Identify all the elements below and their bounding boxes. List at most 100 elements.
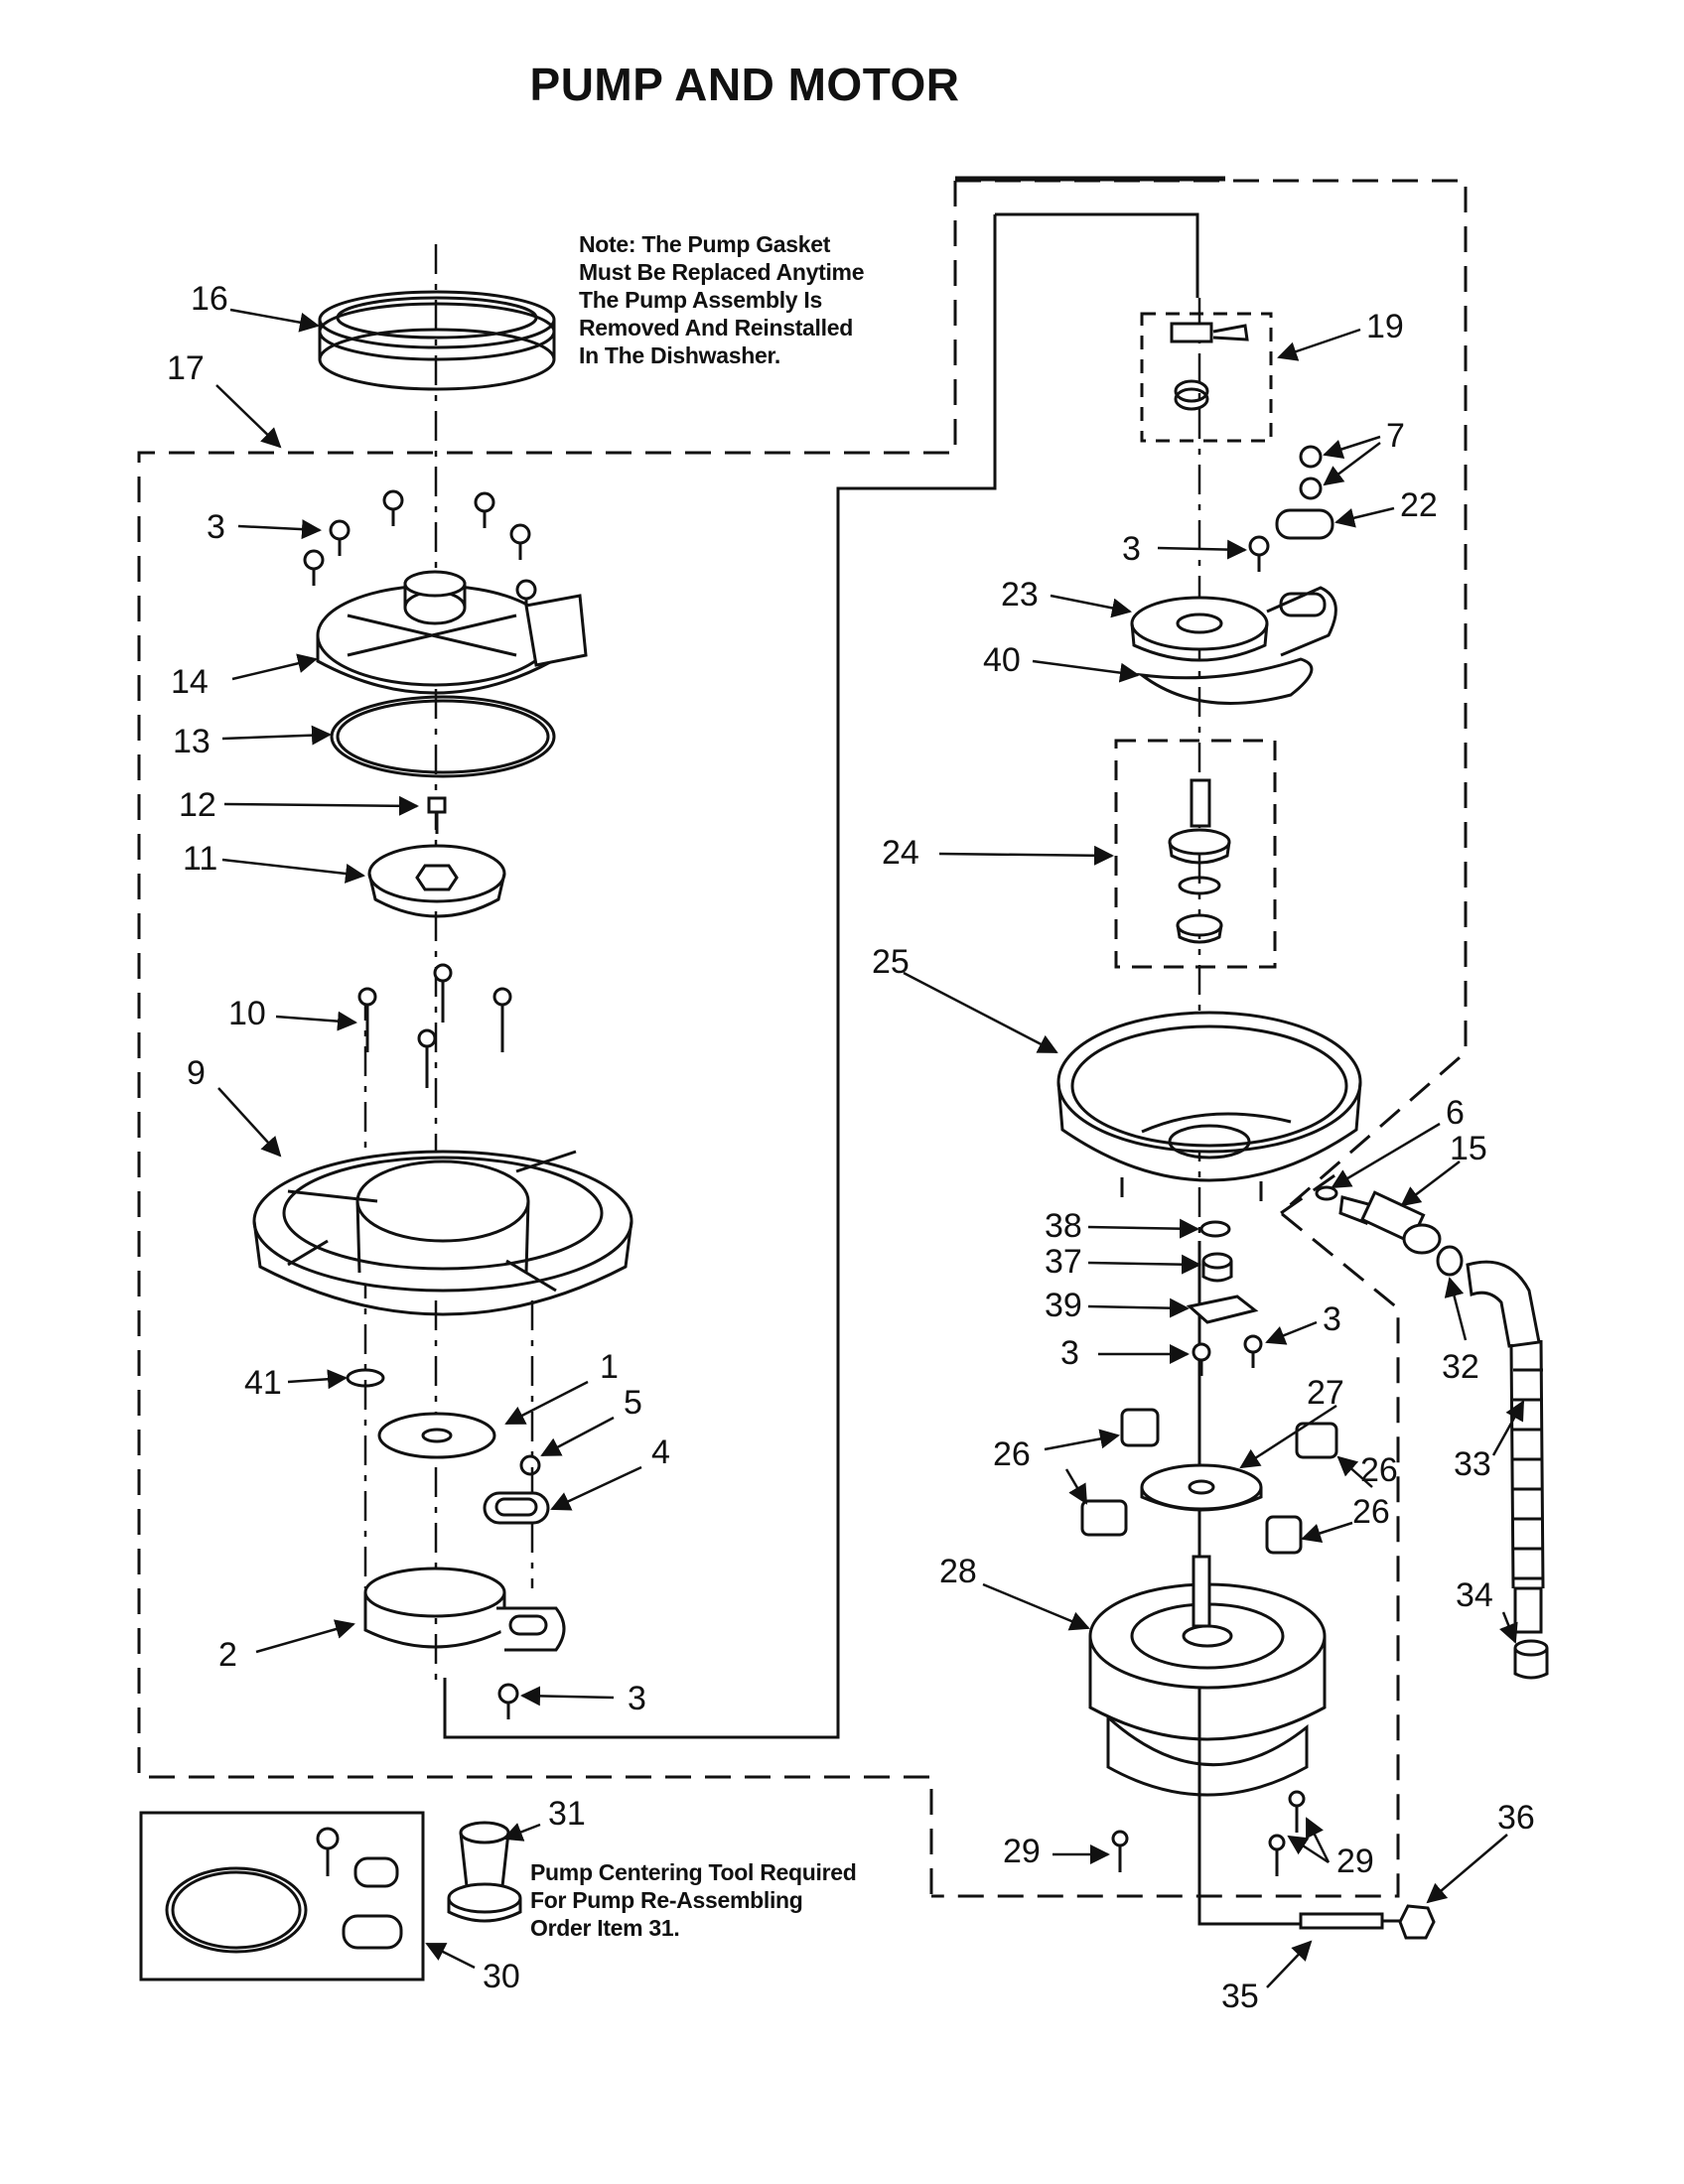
pump-sump <box>363 1567 566 1652</box>
callout-label: 16 <box>191 280 228 318</box>
check-ball <box>519 1454 541 1476</box>
centering-tool-note-line: For Pump Re-Assembling <box>530 1887 803 1913</box>
gasket-kit-contents <box>165 1827 403 1954</box>
callout-label: 35 <box>1221 1978 1259 2015</box>
callout-label: 25 <box>872 943 910 981</box>
chopper-screws <box>357 963 512 1088</box>
check-ball-upper <box>1299 445 1323 469</box>
callout-label: 24 <box>882 834 919 872</box>
gasket-note-line: Must Be Replaced Anytime <box>579 259 865 285</box>
motor <box>1088 1555 1327 1797</box>
motor-seal <box>1201 1252 1233 1283</box>
drain-seal <box>1275 508 1334 540</box>
pump-cover-screws <box>303 489 537 615</box>
gasket-note-line: In The Dishwasher. <box>579 342 780 368</box>
washer <box>346 1368 385 1388</box>
plate-screws <box>1192 1334 1263 1376</box>
centering-tool-note-line: Order Item 31. <box>530 1915 680 1941</box>
callout-label: 30 <box>483 1958 520 1995</box>
callout-label: 40 <box>983 641 1021 679</box>
callout-label: 39 <box>1045 1287 1082 1324</box>
callout-label: 22 <box>1400 486 1438 524</box>
callout-label: 11 <box>183 840 217 878</box>
group-line-top <box>995 212 1199 298</box>
callout-label: 13 <box>173 723 210 760</box>
gasket-note: Note: The Pump Gasket Must Be Replaced A… <box>579 230 864 369</box>
page-title: PUMP AND MOTOR <box>529 59 960 110</box>
callout-label: 9 <box>187 1054 206 1092</box>
callout-label: 34 <box>1456 1576 1493 1614</box>
gasket-note-line: The Pump Assembly Is <box>579 287 822 313</box>
leader-lines <box>215 308 1525 1988</box>
callout-label: 26 <box>1360 1451 1398 1489</box>
gasket-note-line: Note: The Pump Gasket <box>579 231 831 257</box>
pump-o-ring <box>330 695 556 778</box>
impeller <box>367 844 506 918</box>
callout-label: 29 <box>1336 1843 1374 1880</box>
callout-label: 27 <box>1307 1374 1344 1412</box>
callout-label: 26 <box>993 1435 1031 1473</box>
centering-tool-note-line: Pump Centering Tool Required <box>530 1859 857 1885</box>
kit-box-30 <box>139 1811 425 1981</box>
drive-shaft-assembly <box>1168 778 1231 944</box>
callout-label: 33 <box>1454 1445 1491 1483</box>
callout-label: 6 <box>1446 1094 1465 1132</box>
motor-assembly-boundary <box>931 179 1468 1898</box>
pump-o-ring-inner <box>336 699 550 774</box>
callout-label: 41 <box>244 1364 282 1402</box>
motor-o-ring <box>1199 1220 1231 1238</box>
gasket-note-line: Removed And Reinstalled <box>579 315 853 341</box>
callout-label: 19 <box>1366 308 1404 345</box>
group-box-24 <box>1114 739 1277 969</box>
filter-screen <box>377 1412 496 1459</box>
group-line-left <box>443 214 997 1739</box>
callout-label: 17 <box>167 349 205 387</box>
motor-mount <box>1056 1011 1362 1201</box>
callout-label: 31 <box>548 1795 586 1833</box>
callout-label: 3 <box>1060 1334 1079 1372</box>
pump-gasket-ring <box>318 290 556 391</box>
callout-label: 38 <box>1045 1207 1082 1245</box>
callout-label: 37 <box>1045 1243 1082 1281</box>
check-ball-lower <box>1299 477 1323 500</box>
hose-cap <box>1513 1639 1549 1680</box>
callout-label: 3 <box>1122 530 1141 568</box>
pump-housing <box>316 570 588 695</box>
callout-label: 3 <box>628 1680 646 1717</box>
callout-label: 10 <box>228 995 266 1032</box>
drain-valve <box>1338 1190 1442 1255</box>
callout-label: 15 <box>1450 1130 1487 1167</box>
callout-label: 32 <box>1442 1348 1479 1386</box>
callout-label: 5 <box>624 1384 642 1422</box>
callout-label: 2 <box>218 1636 237 1674</box>
check-seal <box>483 1491 550 1525</box>
small-o-ring <box>1315 1185 1338 1201</box>
motor-grommets <box>1080 1408 1338 1555</box>
motor-screws <box>1111 1790 1306 1876</box>
pump-assembly-boundary <box>137 181 957 1896</box>
callout-label: 1 <box>600 1348 619 1386</box>
sump-screw <box>497 1683 519 1719</box>
boundary-connector <box>1280 1169 1341 1215</box>
drain-knob <box>1299 1904 1436 1940</box>
callout-label: 3 <box>207 508 225 546</box>
callout-label: 4 <box>651 1433 670 1471</box>
drain-axis-line <box>1197 1241 1350 1926</box>
isolator-disk <box>1140 1463 1263 1512</box>
callout-label: 26 <box>1352 1493 1390 1531</box>
drain-clips <box>1170 322 1249 411</box>
pump-base <box>252 1150 633 1316</box>
drain-hose <box>1466 1260 1545 1634</box>
callout-label: 28 <box>939 1553 977 1590</box>
callout-labels: 16 17 3 14 13 12 11 10 9 41 1 5 4 2 3 19… <box>167 280 1535 2015</box>
drain-housing <box>1130 586 1337 662</box>
callout-label: 12 <box>179 786 216 824</box>
drain-gasket <box>1136 657 1314 705</box>
impeller-bolt <box>427 796 447 834</box>
assembly-boundaries <box>137 176 1468 1981</box>
group-box-19 <box>1140 312 1273 443</box>
centering-tool-note: Pump Centering Tool Required For Pump Re… <box>530 1858 857 1942</box>
callout-label: 29 <box>1003 1833 1041 1870</box>
callout-label: 36 <box>1497 1799 1535 1837</box>
mounting-plate <box>1186 1295 1259 1324</box>
